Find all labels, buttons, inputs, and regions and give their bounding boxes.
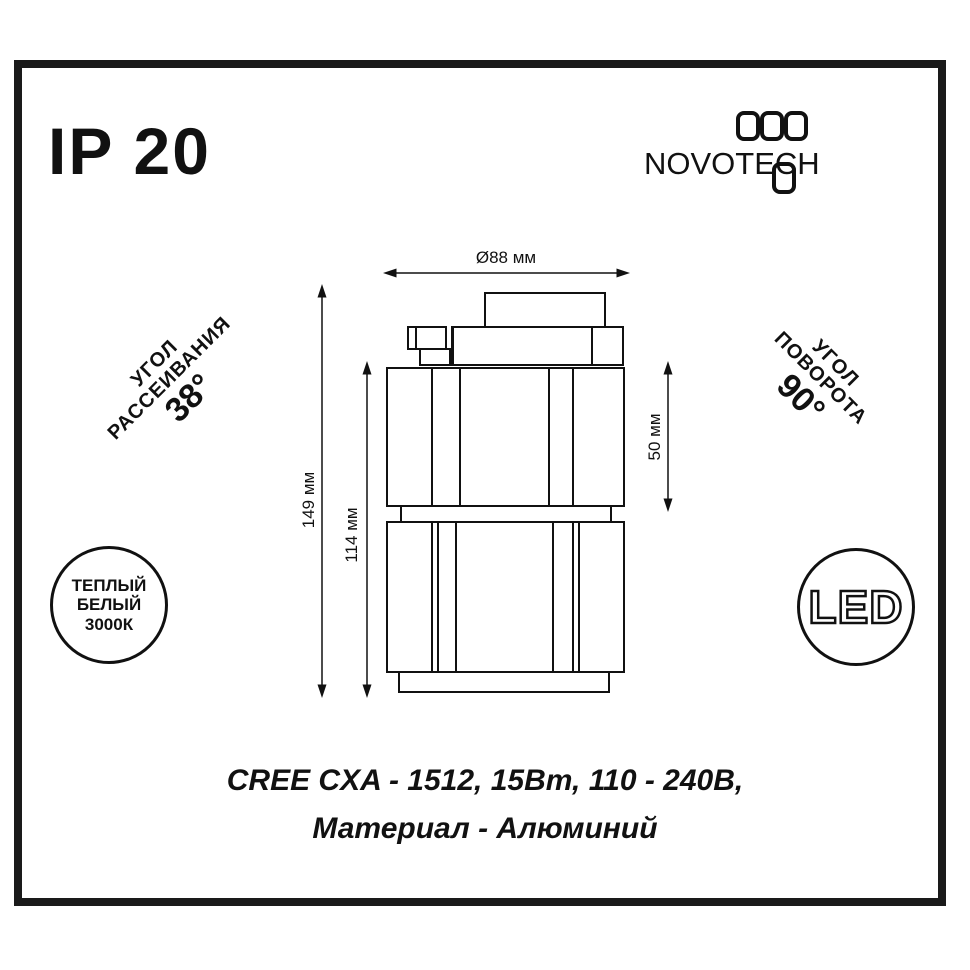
logo-text: NOVOTECH [644, 146, 820, 181]
specs-line2: Материал - Алюминий [312, 812, 658, 845]
led-badge: LED [797, 548, 915, 666]
luminaire-body [386, 292, 625, 693]
diameter-label: Ø88 мм [476, 248, 536, 267]
color-temp-line1: ТЕПЛЫЙ [71, 575, 147, 595]
outer-frame [14, 60, 946, 906]
color-temp-line2: БЕЛЫЙ [76, 595, 142, 615]
color-temp-line3: 3000К [84, 614, 134, 634]
head-height-label: 50 мм [645, 413, 664, 460]
total-height-label: 149 мм [299, 472, 318, 528]
head-height-dimension: 50 мм [645, 361, 673, 512]
body-height-dimension: 114 мм [342, 361, 372, 698]
color-temp-badge: ТЕПЛЫЙ БЕЛЫЙ 3000К [50, 546, 168, 664]
body-height-label: 114 мм [342, 507, 361, 562]
led-badge-text: LED [807, 580, 904, 635]
diameter-dimension: Ø88 мм [383, 248, 630, 278]
brand-logo: NOVOTECH [640, 108, 920, 198]
specs-line1: CREE CXA - 1512, 15Вт, 110 - 240В, [226, 764, 744, 797]
total-height-dimension: 149 мм [299, 284, 327, 698]
ip-rating: IP 20 [48, 114, 211, 188]
logo-mark-icon: NOVOTECH [644, 111, 820, 194]
